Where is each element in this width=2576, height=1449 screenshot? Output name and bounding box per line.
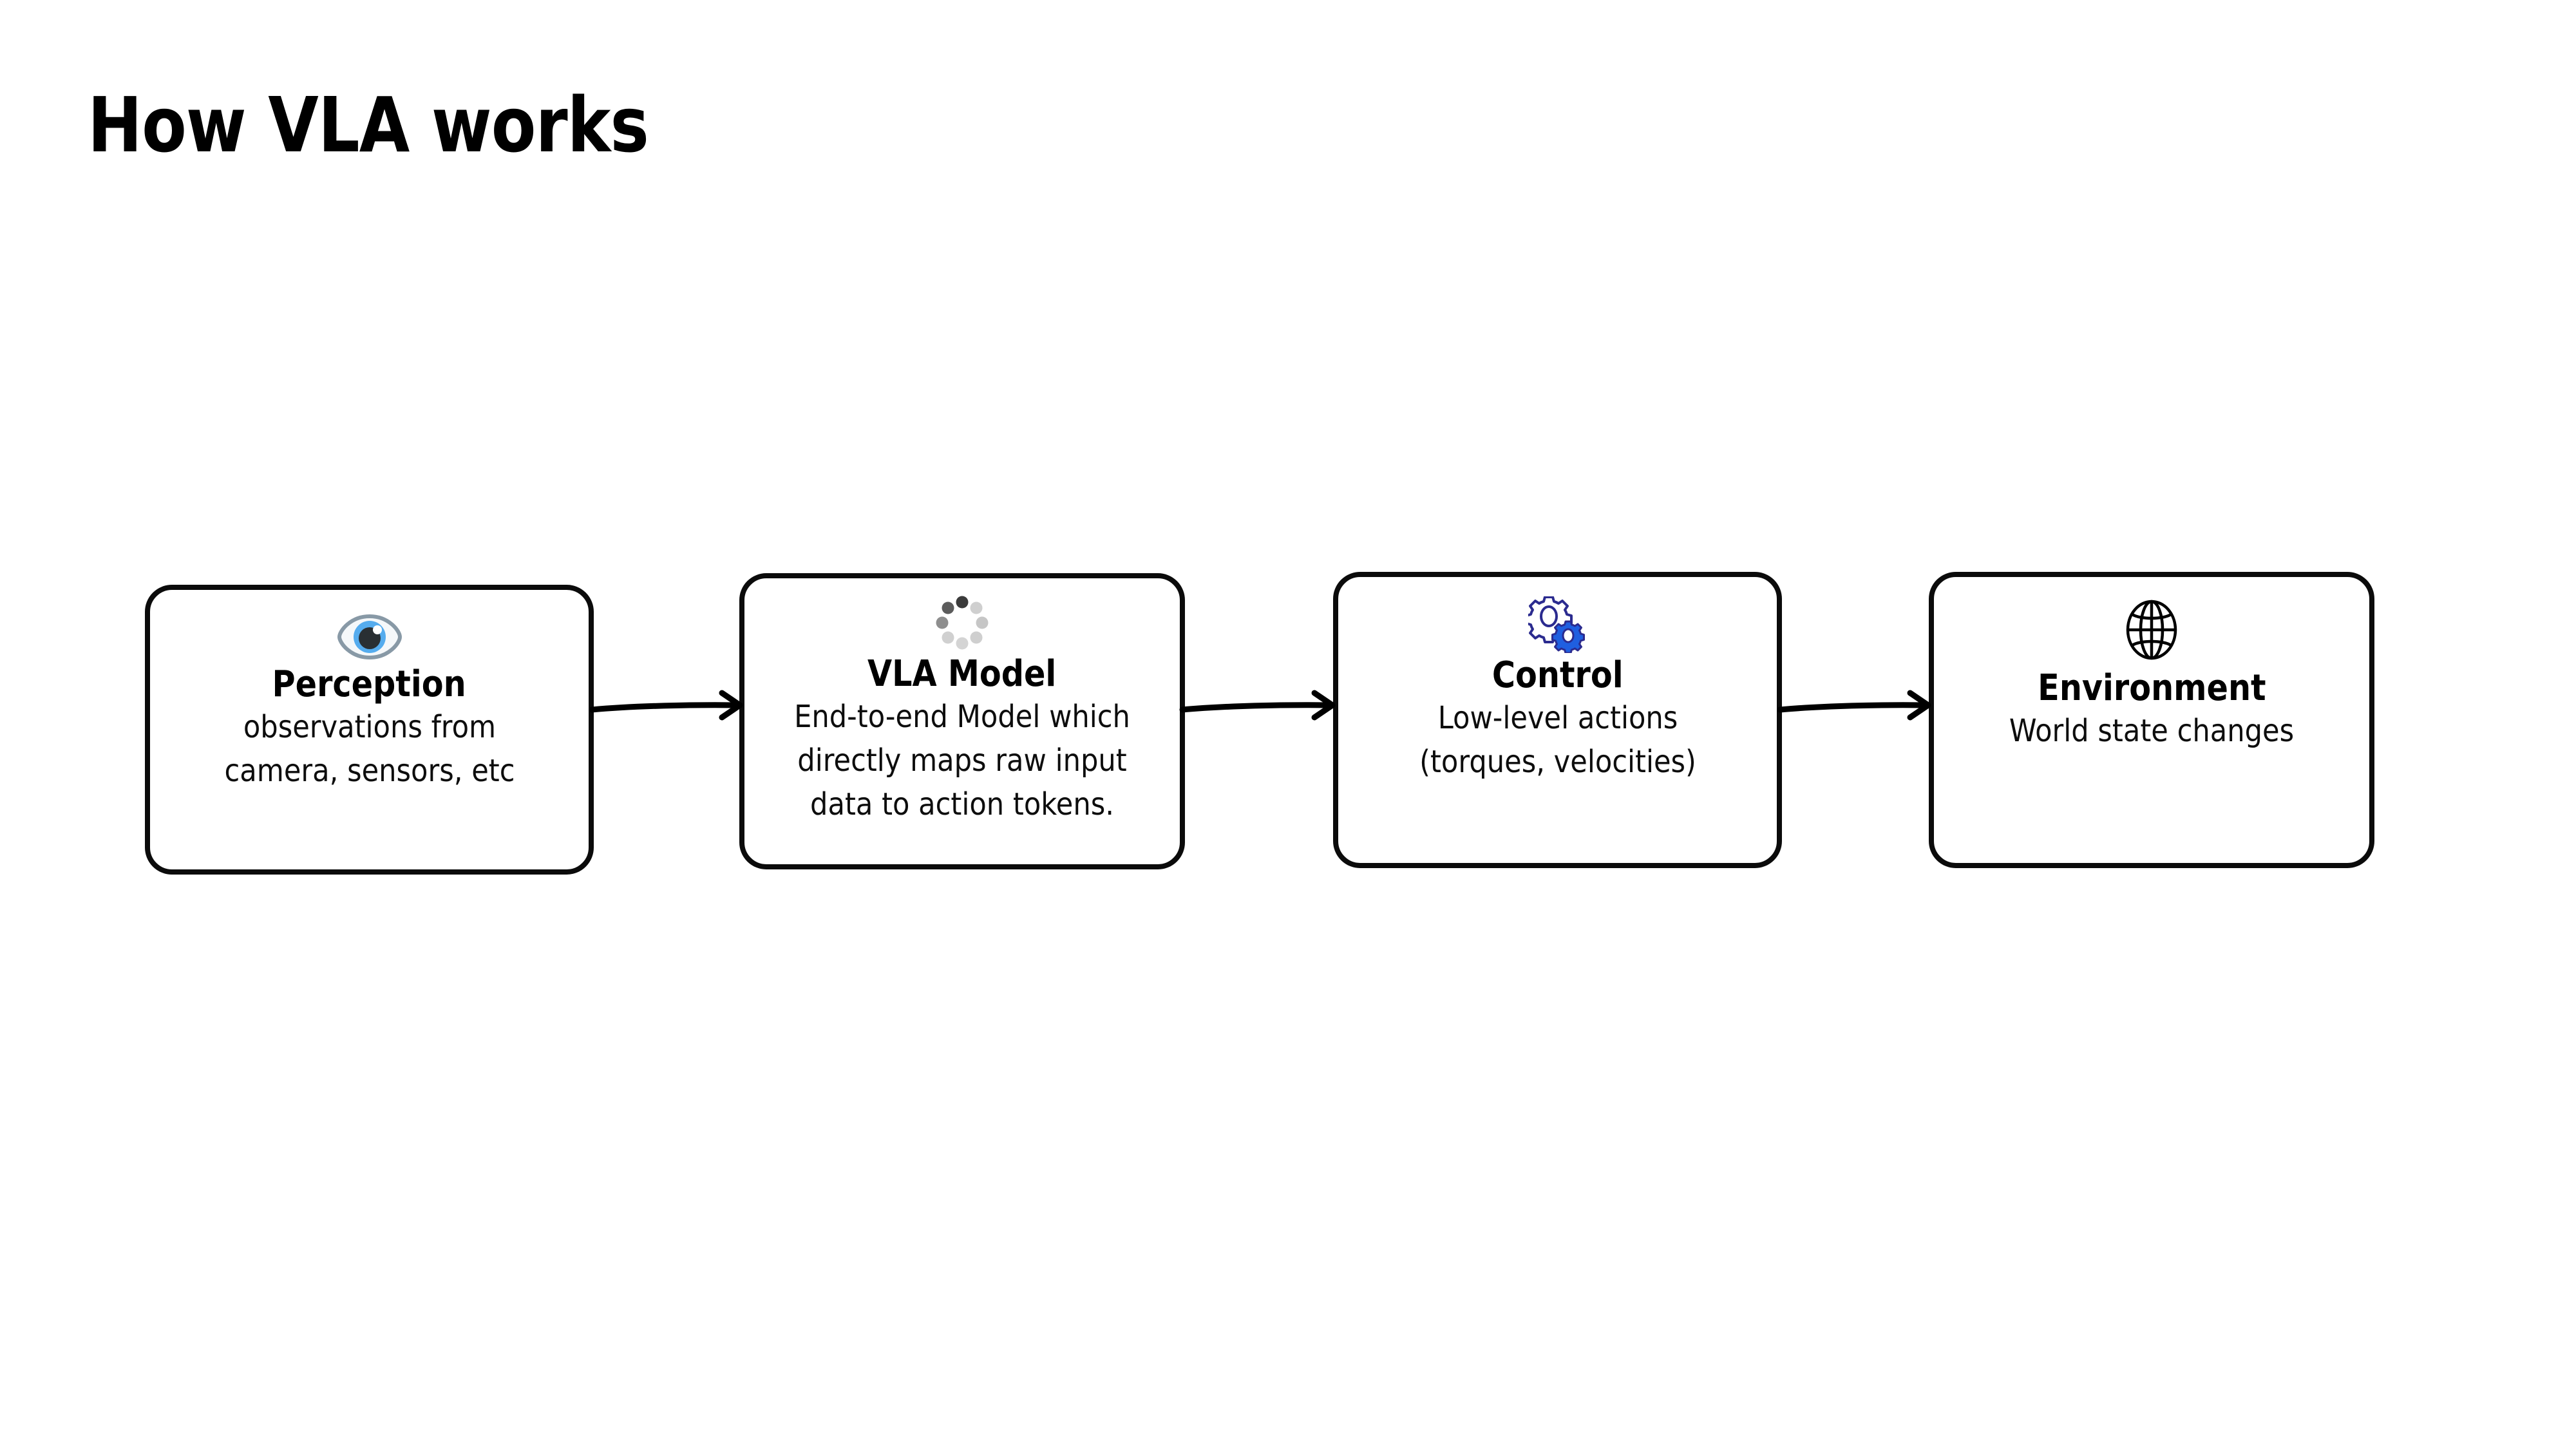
node-title: Control bbox=[1492, 654, 1624, 696]
globe-icon bbox=[2125, 599, 2179, 661]
spinner-dots-icon bbox=[934, 595, 990, 650]
page-title: How VLA works bbox=[88, 80, 649, 169]
arrow-vla-to-control bbox=[1179, 670, 1340, 747]
node-title: Perception bbox=[272, 663, 467, 705]
node-description: End-to-end Model which directly maps raw… bbox=[794, 698, 1130, 823]
node-title: Environment bbox=[2037, 667, 2266, 709]
eye-icon bbox=[336, 613, 403, 661]
arrow-perception-to-vla bbox=[589, 670, 747, 747]
node-control[interactable]: Control Low-level actions (torques, velo… bbox=[1333, 572, 1782, 868]
node-environment[interactable]: Environment World state changes bbox=[1929, 572, 2374, 868]
node-title: VLA Model bbox=[867, 653, 1057, 695]
node-description: World state changes bbox=[2009, 712, 2295, 749]
arrow-control-to-environment bbox=[1777, 670, 1935, 747]
node-description: Low-level actions (torques, velocities) bbox=[1419, 699, 1696, 780]
node-description: observations from camera, sensors, etc bbox=[224, 708, 515, 789]
node-vla-model[interactable]: VLA Model End-to-end Model which directl… bbox=[739, 573, 1185, 869]
gears-icon bbox=[1524, 596, 1587, 654]
node-perception[interactable]: Perception observations from camera, sen… bbox=[145, 585, 594, 875]
